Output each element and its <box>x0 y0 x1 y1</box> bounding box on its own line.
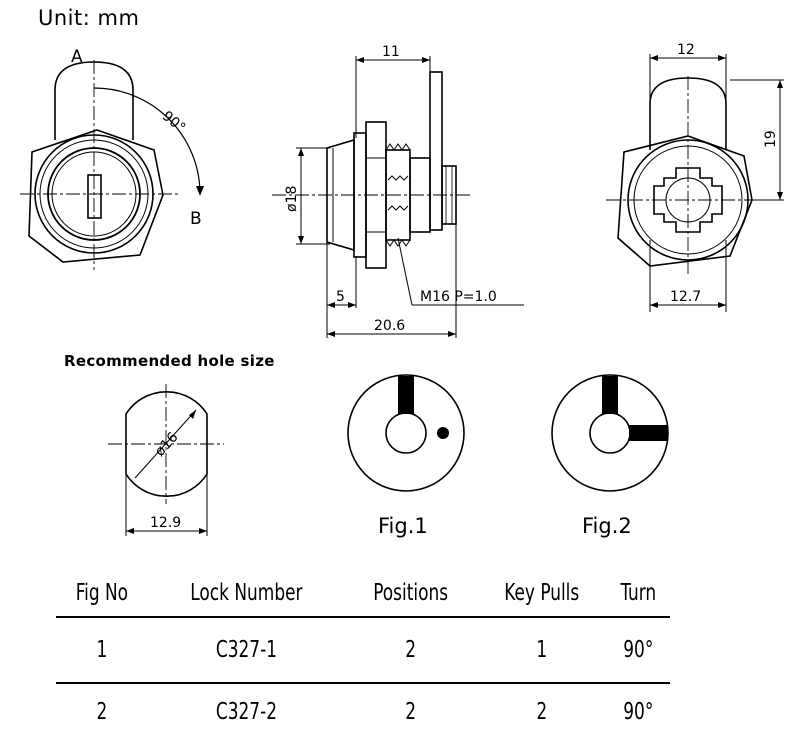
front-view <box>20 60 204 270</box>
fig2-label: Fig.2 <box>582 514 632 538</box>
header-key-pulls: Key Pulls <box>504 580 580 606</box>
cell-fig-no: 1 <box>96 637 108 663</box>
cell-key-pulls: 2 <box>536 699 548 725</box>
header-turn: Turn <box>620 580 657 606</box>
dim-dia-18: ø18 <box>284 186 300 212</box>
cell-key-pulls: 1 <box>536 637 548 663</box>
front-keyway <box>87 174 102 219</box>
fig2-key-position-a <box>602 376 618 414</box>
cell-fig-no: 2 <box>96 699 108 725</box>
thread-spec: M16 P=1.0 <box>420 289 497 305</box>
back-view <box>606 54 784 312</box>
cell-turn: 90° <box>623 699 654 725</box>
cell-lock-number: C327-2 <box>215 699 277 725</box>
fig1-key-position <box>398 376 414 414</box>
back-hex-nut <box>617 135 753 267</box>
hole-title: Recommended hole size <box>64 352 275 370</box>
unit-label: Unit: mm <box>38 6 140 30</box>
fig1-outer-circle <box>347 374 465 492</box>
table-row: 2 C327-2 2 2 90° <box>56 683 670 740</box>
dim-20-6: 20.6 <box>374 318 405 334</box>
front-hex-nut <box>28 129 164 263</box>
header-positions: Positions <box>372 580 448 606</box>
front-rotation-arc <box>93 87 201 195</box>
fig1-dot <box>437 427 449 439</box>
fig1-diagram <box>347 374 465 492</box>
dim-19: 19 <box>763 130 779 148</box>
fig2-diagram <box>551 374 669 492</box>
header-fig-no: Fig No <box>75 580 129 606</box>
technical-drawing: A B 90° <box>20 42 784 536</box>
cell-positions: 2 <box>404 699 416 725</box>
fig1-inner-circle <box>385 412 427 454</box>
spec-table: Fig No Lock Number Positions Key Pulls T… <box>56 570 670 740</box>
hole-width: 12.9 <box>150 515 181 531</box>
table-header-row: Fig No Lock Number Positions Key Pulls T… <box>56 570 670 617</box>
cell-turn: 90° <box>623 637 654 663</box>
back-key-core <box>653 167 723 233</box>
cell-positions: 2 <box>404 637 416 663</box>
label-a: A <box>71 47 83 67</box>
table-row: 1 C327-1 2 1 90° <box>56 617 670 683</box>
dim-11: 11 <box>382 44 400 60</box>
side-view <box>272 56 524 338</box>
fig2-key-position-b <box>629 425 668 441</box>
fig2-inner-circle <box>589 412 631 454</box>
angle-label: 90° <box>159 108 188 136</box>
side-cam-plate <box>429 71 443 231</box>
hole-diameter: ø16 <box>152 429 182 459</box>
header-lock-number: Lock Number <box>190 580 303 606</box>
cell-lock-number: C327-1 <box>215 637 277 663</box>
hole-diagram <box>108 384 224 536</box>
dim-12-7: 12.7 <box>670 289 701 305</box>
label-b: B <box>190 209 202 229</box>
fig1-label: Fig.1 <box>378 514 428 538</box>
dim-5: 5 <box>336 289 345 305</box>
dim-12: 12 <box>677 42 695 58</box>
